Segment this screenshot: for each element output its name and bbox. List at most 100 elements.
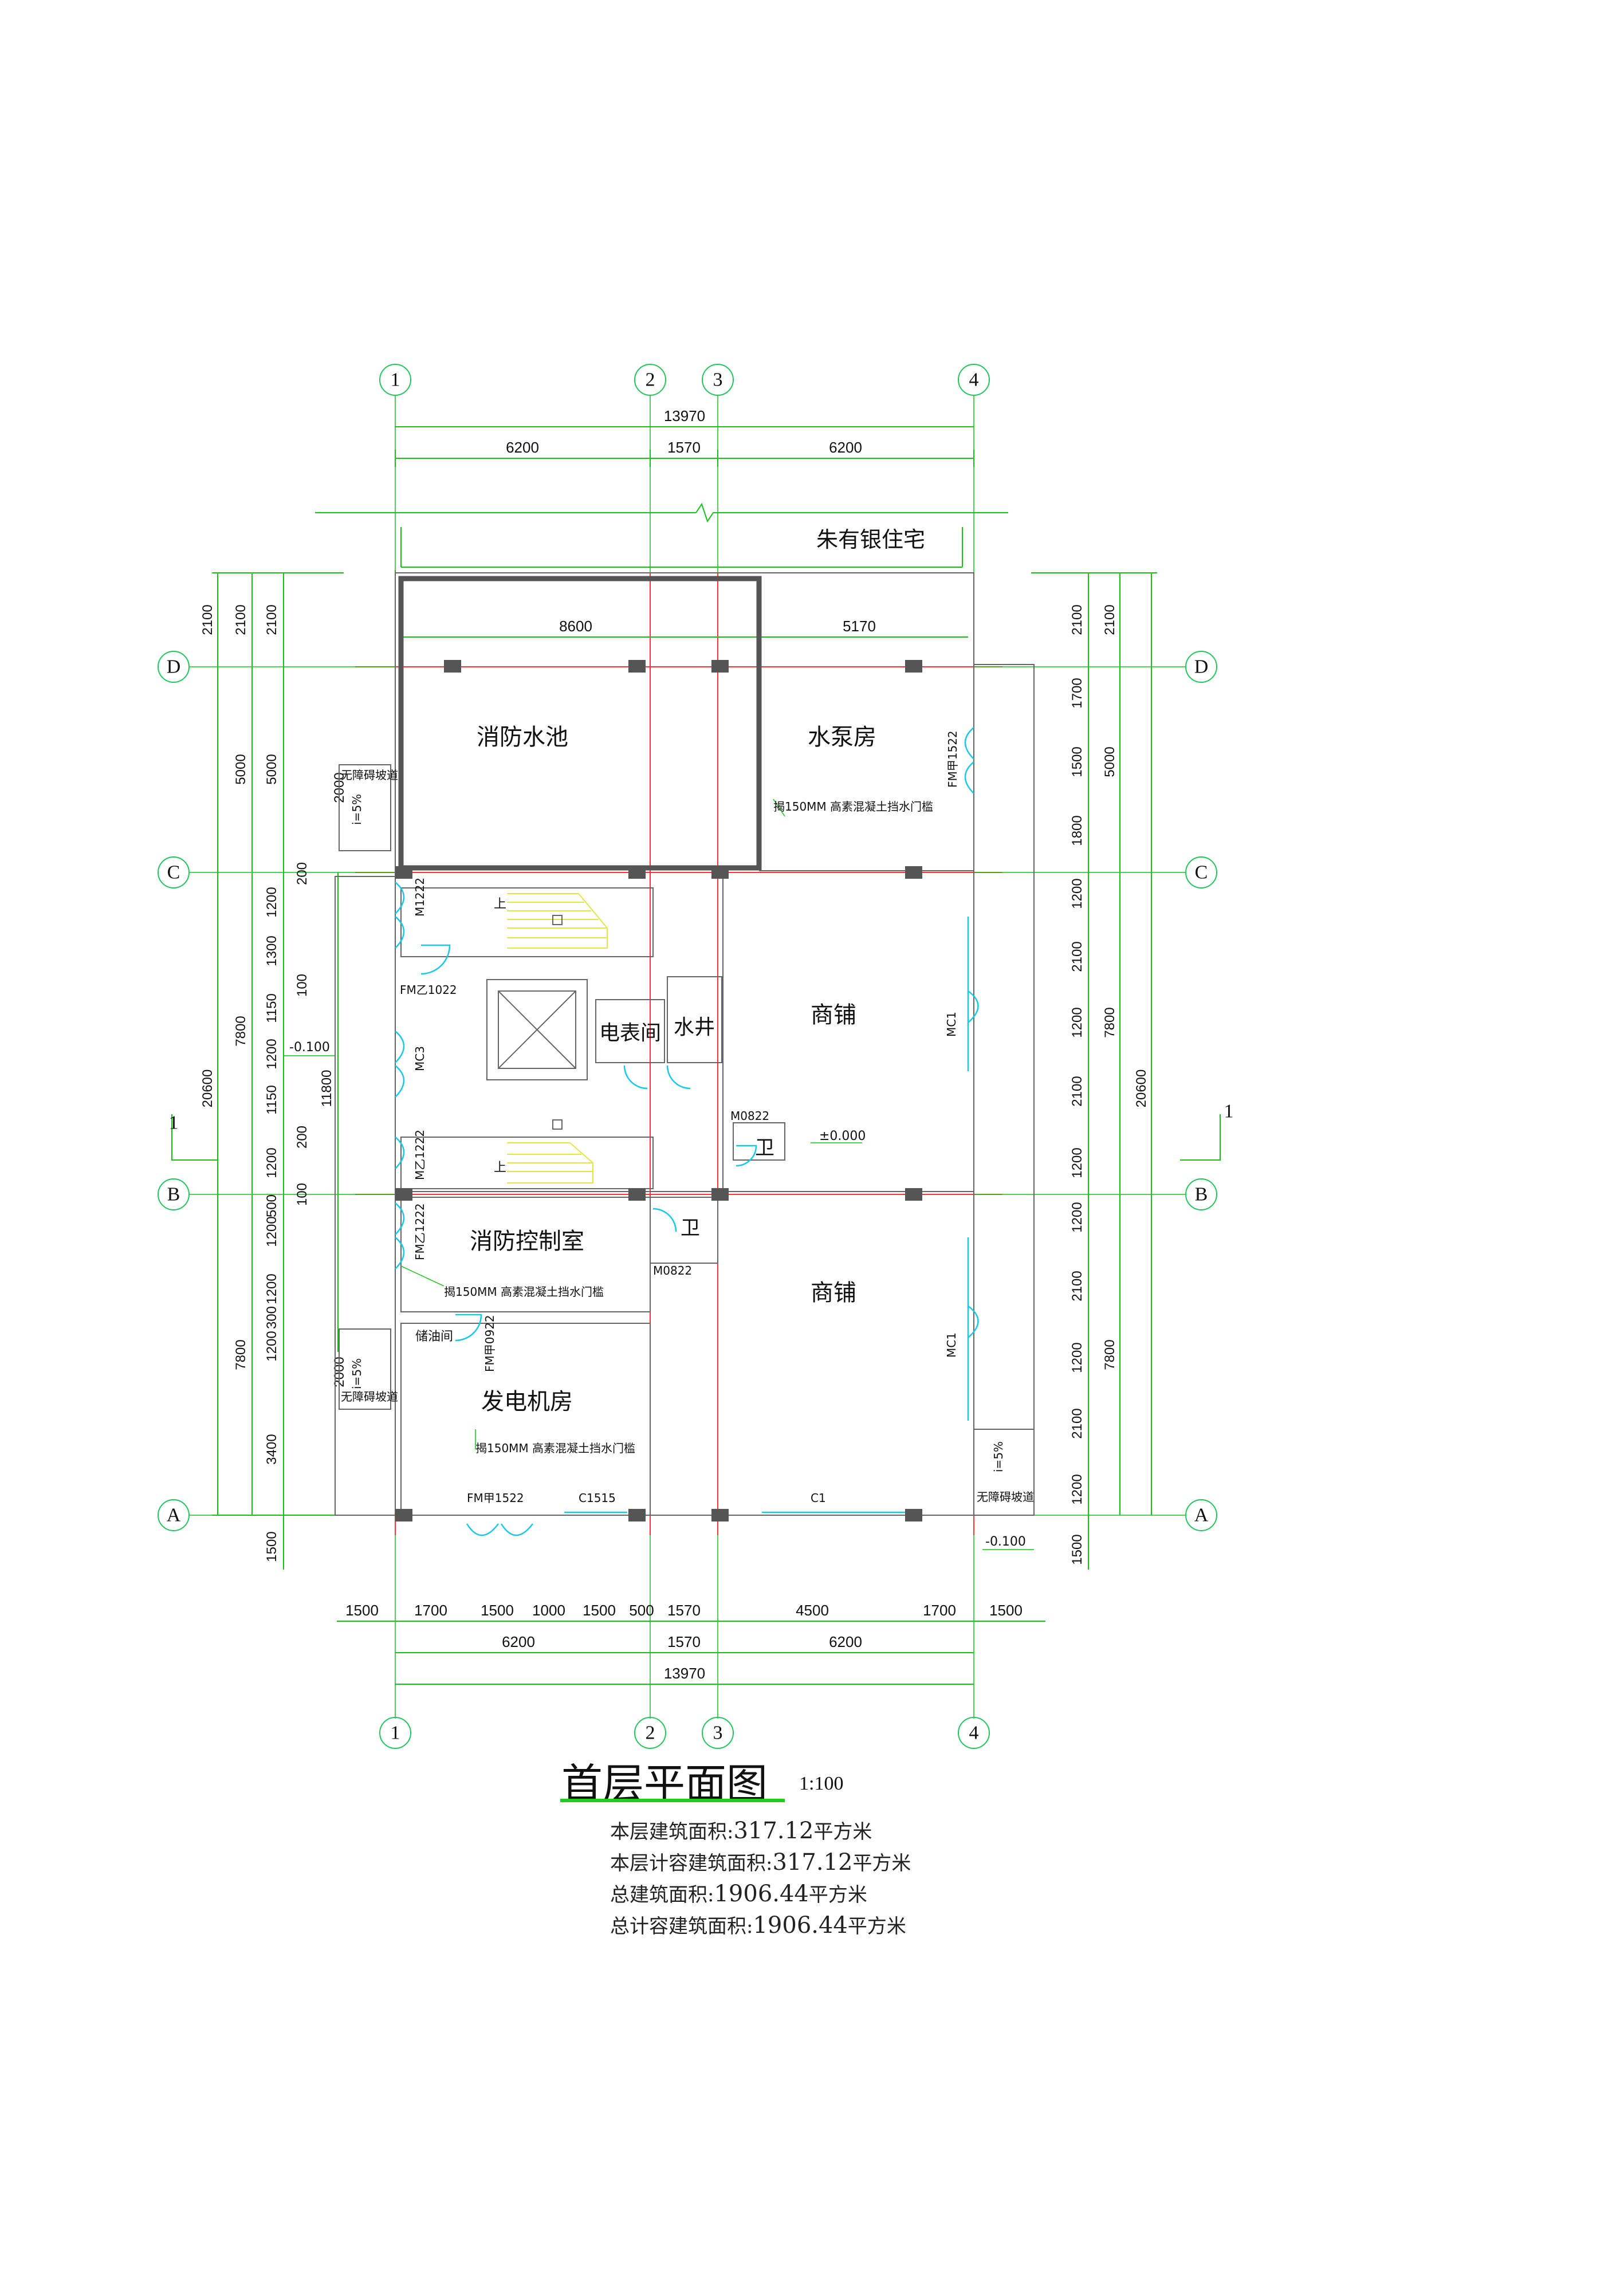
openings: [395, 727, 979, 1536]
area-value: 1906.44: [753, 1912, 848, 1939]
elevation-zero: ±0.000: [819, 1129, 866, 1143]
axis-label-c-right: C: [1195, 862, 1208, 883]
area-label: 总计容建筑面积:: [610, 1915, 753, 1938]
room-generator: 发电机房: [481, 1389, 573, 1415]
dim-bottom-1700-b: 1700: [923, 1602, 956, 1619]
dim-bay-mid-top: 1570: [667, 439, 701, 456]
left-dimensions: 2100 2100 2100 5000 5000 20600 7800 7800…: [200, 572, 347, 1570]
door-mz1222: M乙1222: [413, 1130, 427, 1180]
dim-right-7800-a: 7800: [1102, 1007, 1118, 1037]
room-shop-1: 商铺: [811, 1002, 856, 1028]
dim-right-1200-a: 1200: [1069, 878, 1085, 909]
door-m0822-b: M0822: [653, 1264, 692, 1277]
window-mc3: MC3: [413, 1046, 427, 1071]
area-line-2: 本层计容建筑面积:317.12平方米: [610, 1847, 911, 1876]
dim-right-2100-d: 2100: [1069, 1076, 1085, 1106]
dim-stair-total: 11800: [319, 1070, 335, 1107]
dim-left-1200-b: 1200: [264, 1039, 280, 1069]
axis-label-4: 4: [969, 369, 979, 391]
axis-bubbles-bottom: 1 2 3 4: [379, 1717, 990, 1749]
columns: [395, 660, 922, 1522]
slope-right: i=5%: [992, 1441, 1005, 1472]
door-m1222: M1222: [413, 878, 427, 917]
note-sill-pump: 揭150MM 高素混凝土挡水门槛: [773, 800, 933, 813]
area-unit: 平方米: [852, 1852, 911, 1875]
room-meter: 电表间: [599, 1021, 661, 1045]
dim-left-500: 500: [264, 1194, 280, 1217]
dim-bottom-1500-c: 1500: [583, 1602, 616, 1619]
dim-right-total: 20600: [1134, 1070, 1149, 1108]
dim-left-1200-f: 1200: [264, 1331, 280, 1361]
dim-right-7800-b: 7800: [1102, 1339, 1118, 1370]
dim-right-1700: 1700: [1069, 678, 1085, 708]
axis-label-2: 2: [646, 369, 655, 391]
dim-right-1800: 1800: [1069, 815, 1085, 846]
title-underline: [560, 1799, 785, 1802]
section-mark-left: 1: [169, 1112, 179, 1134]
dim-left-3400: 3400: [264, 1434, 280, 1464]
bottom-dimensions: 1500 1700 1500 1000 1500 500 1570 4500 1…: [337, 1602, 1045, 1685]
dim-bottom-1570: 1570: [667, 1602, 701, 1619]
dim-right-2100-e: 2100: [1069, 1271, 1085, 1301]
slope-top: i=5%: [350, 794, 364, 825]
dim-left-1200-d: 1200: [264, 1216, 280, 1247]
drawing-scale: 1:100: [799, 1773, 844, 1794]
ramp-label-right: 无障碍坡道: [977, 1490, 1034, 1504]
dim-left-1150-b: 1150: [264, 1085, 280, 1115]
axis-extension-lines: [189, 395, 1186, 1719]
dim-right-1200-b: 1200: [1069, 1007, 1085, 1037]
note-sill-control: 揭150MM 高素混凝土挡水门槛: [444, 1285, 604, 1299]
area-line-1: 本层建筑面积:317.12平方米: [610, 1816, 872, 1844]
dim-bottom-1500-d: 1500: [989, 1602, 1023, 1619]
stairs: 上 上: [494, 893, 608, 1184]
area-value: 1906.44: [714, 1881, 809, 1907]
window-c1: C1: [811, 1491, 826, 1505]
grid-lines: [355, 570, 1002, 1535]
area-value: 317.12: [733, 1818, 814, 1844]
dim-left-200-b: 200: [294, 1126, 310, 1149]
window-mc1-b: MC1: [945, 1332, 958, 1358]
area-label: 总建筑面积:: [610, 1884, 714, 1906]
axis-label-3: 3: [713, 369, 723, 391]
walls: [335, 572, 1035, 1516]
axis-label-2-bottom: 2: [646, 1723, 655, 1744]
area-label: 本层计容建筑面积:: [610, 1852, 773, 1875]
dim-left-2100-b: 2100: [233, 604, 249, 635]
dim-right-1200-f: 1200: [1069, 1474, 1085, 1504]
axis-label-1-bottom: 1: [391, 1723, 400, 1744]
room-oil: 储油间: [415, 1330, 453, 1344]
dim-left-1500: 1500: [264, 1531, 280, 1562]
dim-left-200-a: 200: [294, 862, 310, 885]
section-marks: 1 1: [169, 1101, 1234, 1161]
door-fm1522-top: FM甲1522: [946, 730, 960, 788]
dim-pump-width: 5170: [843, 618, 876, 635]
door-tags: FM甲1522 M1222 FM乙1022 MC3 M乙1222 FM乙1222…: [400, 730, 960, 1505]
area-unit: 平方米: [808, 1884, 867, 1906]
dim-right-2100-a: 2100: [1069, 604, 1085, 635]
axis-label-d-right: D: [1194, 656, 1209, 678]
dim-right-2100-f: 2100: [1069, 1408, 1085, 1438]
dim-left-5000-a: 5000: [233, 754, 249, 784]
room-labels: 消防水池 水泵房 电表间 水井 商铺 商铺 消防控制室 发电机房 储油间 卫 卫: [415, 724, 876, 1415]
dim-left-5000-b: 5000: [264, 754, 280, 784]
dim-right-2100-b: 2100: [1102, 604, 1118, 635]
dim-left-7800-b: 7800: [233, 1339, 249, 1370]
room-toilet-2: 卫: [681, 1217, 700, 1240]
room-shop-2: 商铺: [811, 1280, 856, 1306]
dim-bay-left-bottom: 6200: [502, 1633, 535, 1650]
area-unit: 平方米: [813, 1821, 872, 1843]
axis-label-c: C: [167, 862, 180, 883]
room-fire-control: 消防控制室: [470, 1228, 584, 1255]
axis-bubbles-right: D C B A: [1185, 651, 1217, 1531]
elevation-right: -0.100: [985, 1535, 1026, 1549]
window-c1515: C1515: [579, 1491, 616, 1505]
dim-left-1200-c: 1200: [264, 1147, 280, 1178]
window-mc1-a: MC1: [945, 1012, 958, 1037]
axis-label-4-bottom: 4: [969, 1723, 979, 1744]
door-fm0922: FM甲0922: [483, 1315, 497, 1372]
dim-right-1500: 1500: [1069, 1534, 1085, 1564]
axis-label-a: A: [167, 1505, 181, 1526]
axis-label-b-right: B: [1195, 1184, 1208, 1205]
area-line-3: 总建筑面积:1906.44平方米: [610, 1879, 867, 1907]
